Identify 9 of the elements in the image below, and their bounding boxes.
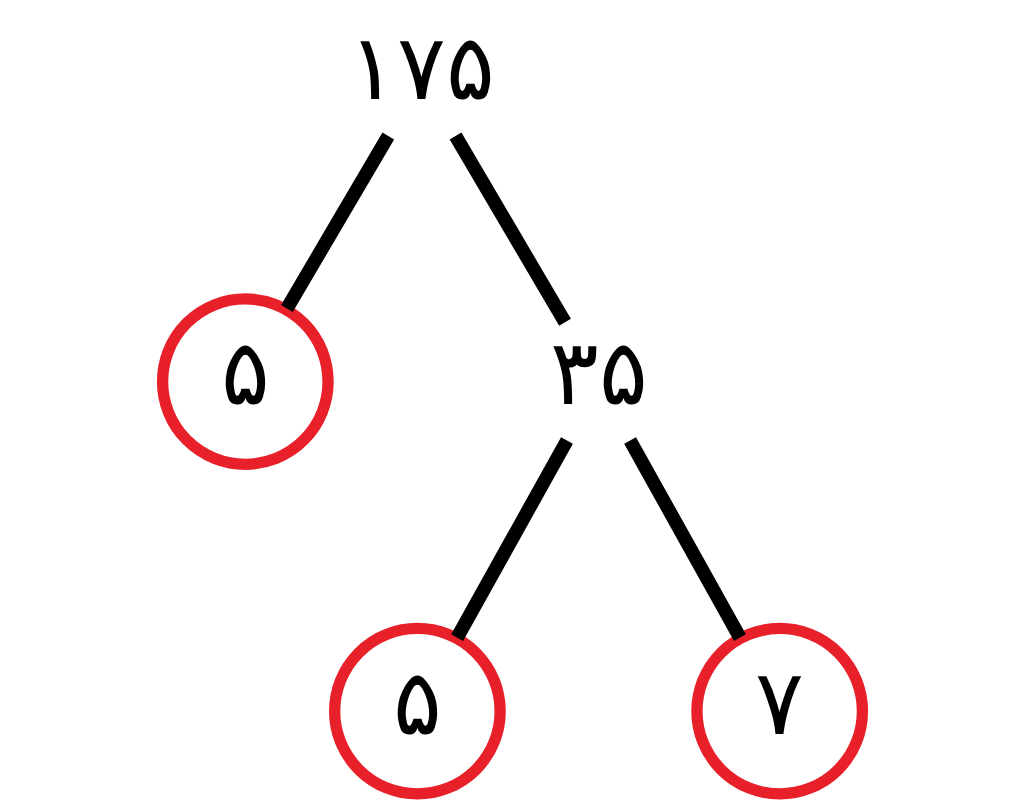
connector [280,132,394,312]
connector [449,132,571,326]
node-circle: ۵ [156,293,334,470]
node-circle: ۷ [690,622,868,800]
node-text: ۳۵ [549,323,648,425]
connector [450,437,573,641]
connector [623,437,746,641]
node-circle: ۵ [328,622,506,800]
node-text: ۱۷۵ [347,18,495,120]
